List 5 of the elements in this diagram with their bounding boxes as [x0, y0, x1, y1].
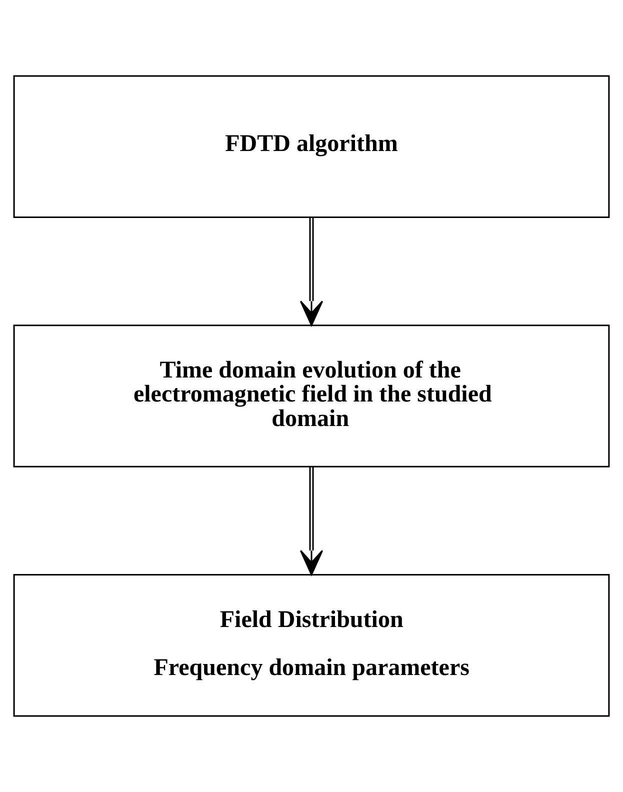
- node-box: Time domain evolution of the electromagnetic field in the studied domain: [13, 324, 610, 468]
- node-box: FDTD algorithm: [13, 75, 610, 218]
- arrow: [300, 466, 324, 576]
- node-box: Field Distribution Frequency domain parameters: [13, 574, 610, 717]
- arrow: [300, 217, 324, 326]
